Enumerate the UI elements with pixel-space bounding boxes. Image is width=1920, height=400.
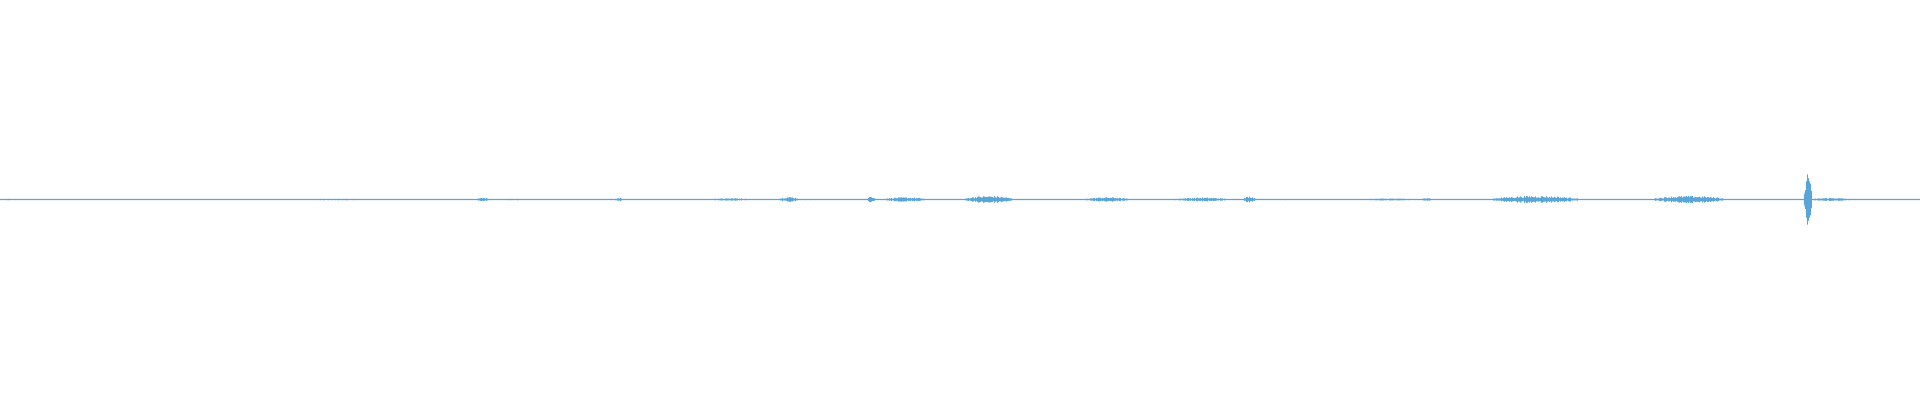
waveform-burst-15: [965, 198, 1012, 201]
waveform-burst-12: [798, 199, 816, 200]
waveform-burst-25: [1811, 199, 1850, 200]
waveform-burst-1: [23, 199, 54, 200]
waveform-burst-20: [1358, 199, 1417, 200]
waveform-burst-16: [1084, 198, 1129, 201]
waveform-burst-13: [867, 198, 876, 201]
waveform-burst-24: [1803, 192, 1812, 207]
waveform-burst-17: [1174, 199, 1229, 200]
waveform-burst-21: [1421, 199, 1432, 200]
waveform-burst-19: [1255, 199, 1325, 200]
waveform-burst-14: [882, 198, 925, 201]
waveform-burst-9: [616, 199, 622, 200]
waveform-burst-0: [0, 199, 16, 200]
waveform-series: [0, 174, 1920, 225]
waveform-burst-22: [1492, 198, 1578, 201]
waveform-burst-11: [779, 198, 799, 201]
waveform-burst-5: [408, 199, 476, 200]
waveform-burst-10: [706, 199, 753, 200]
waveform-burst-18: [1243, 198, 1256, 201]
waveform-burst-2: [168, 199, 185, 200]
waveform-burst-4: [293, 199, 380, 200]
waveform-burst-26: [1899, 199, 1919, 200]
waveform-burst-6: [475, 199, 492, 200]
waveform-burst-7: [491, 199, 542, 200]
waveform-burst-23: [1654, 198, 1724, 201]
